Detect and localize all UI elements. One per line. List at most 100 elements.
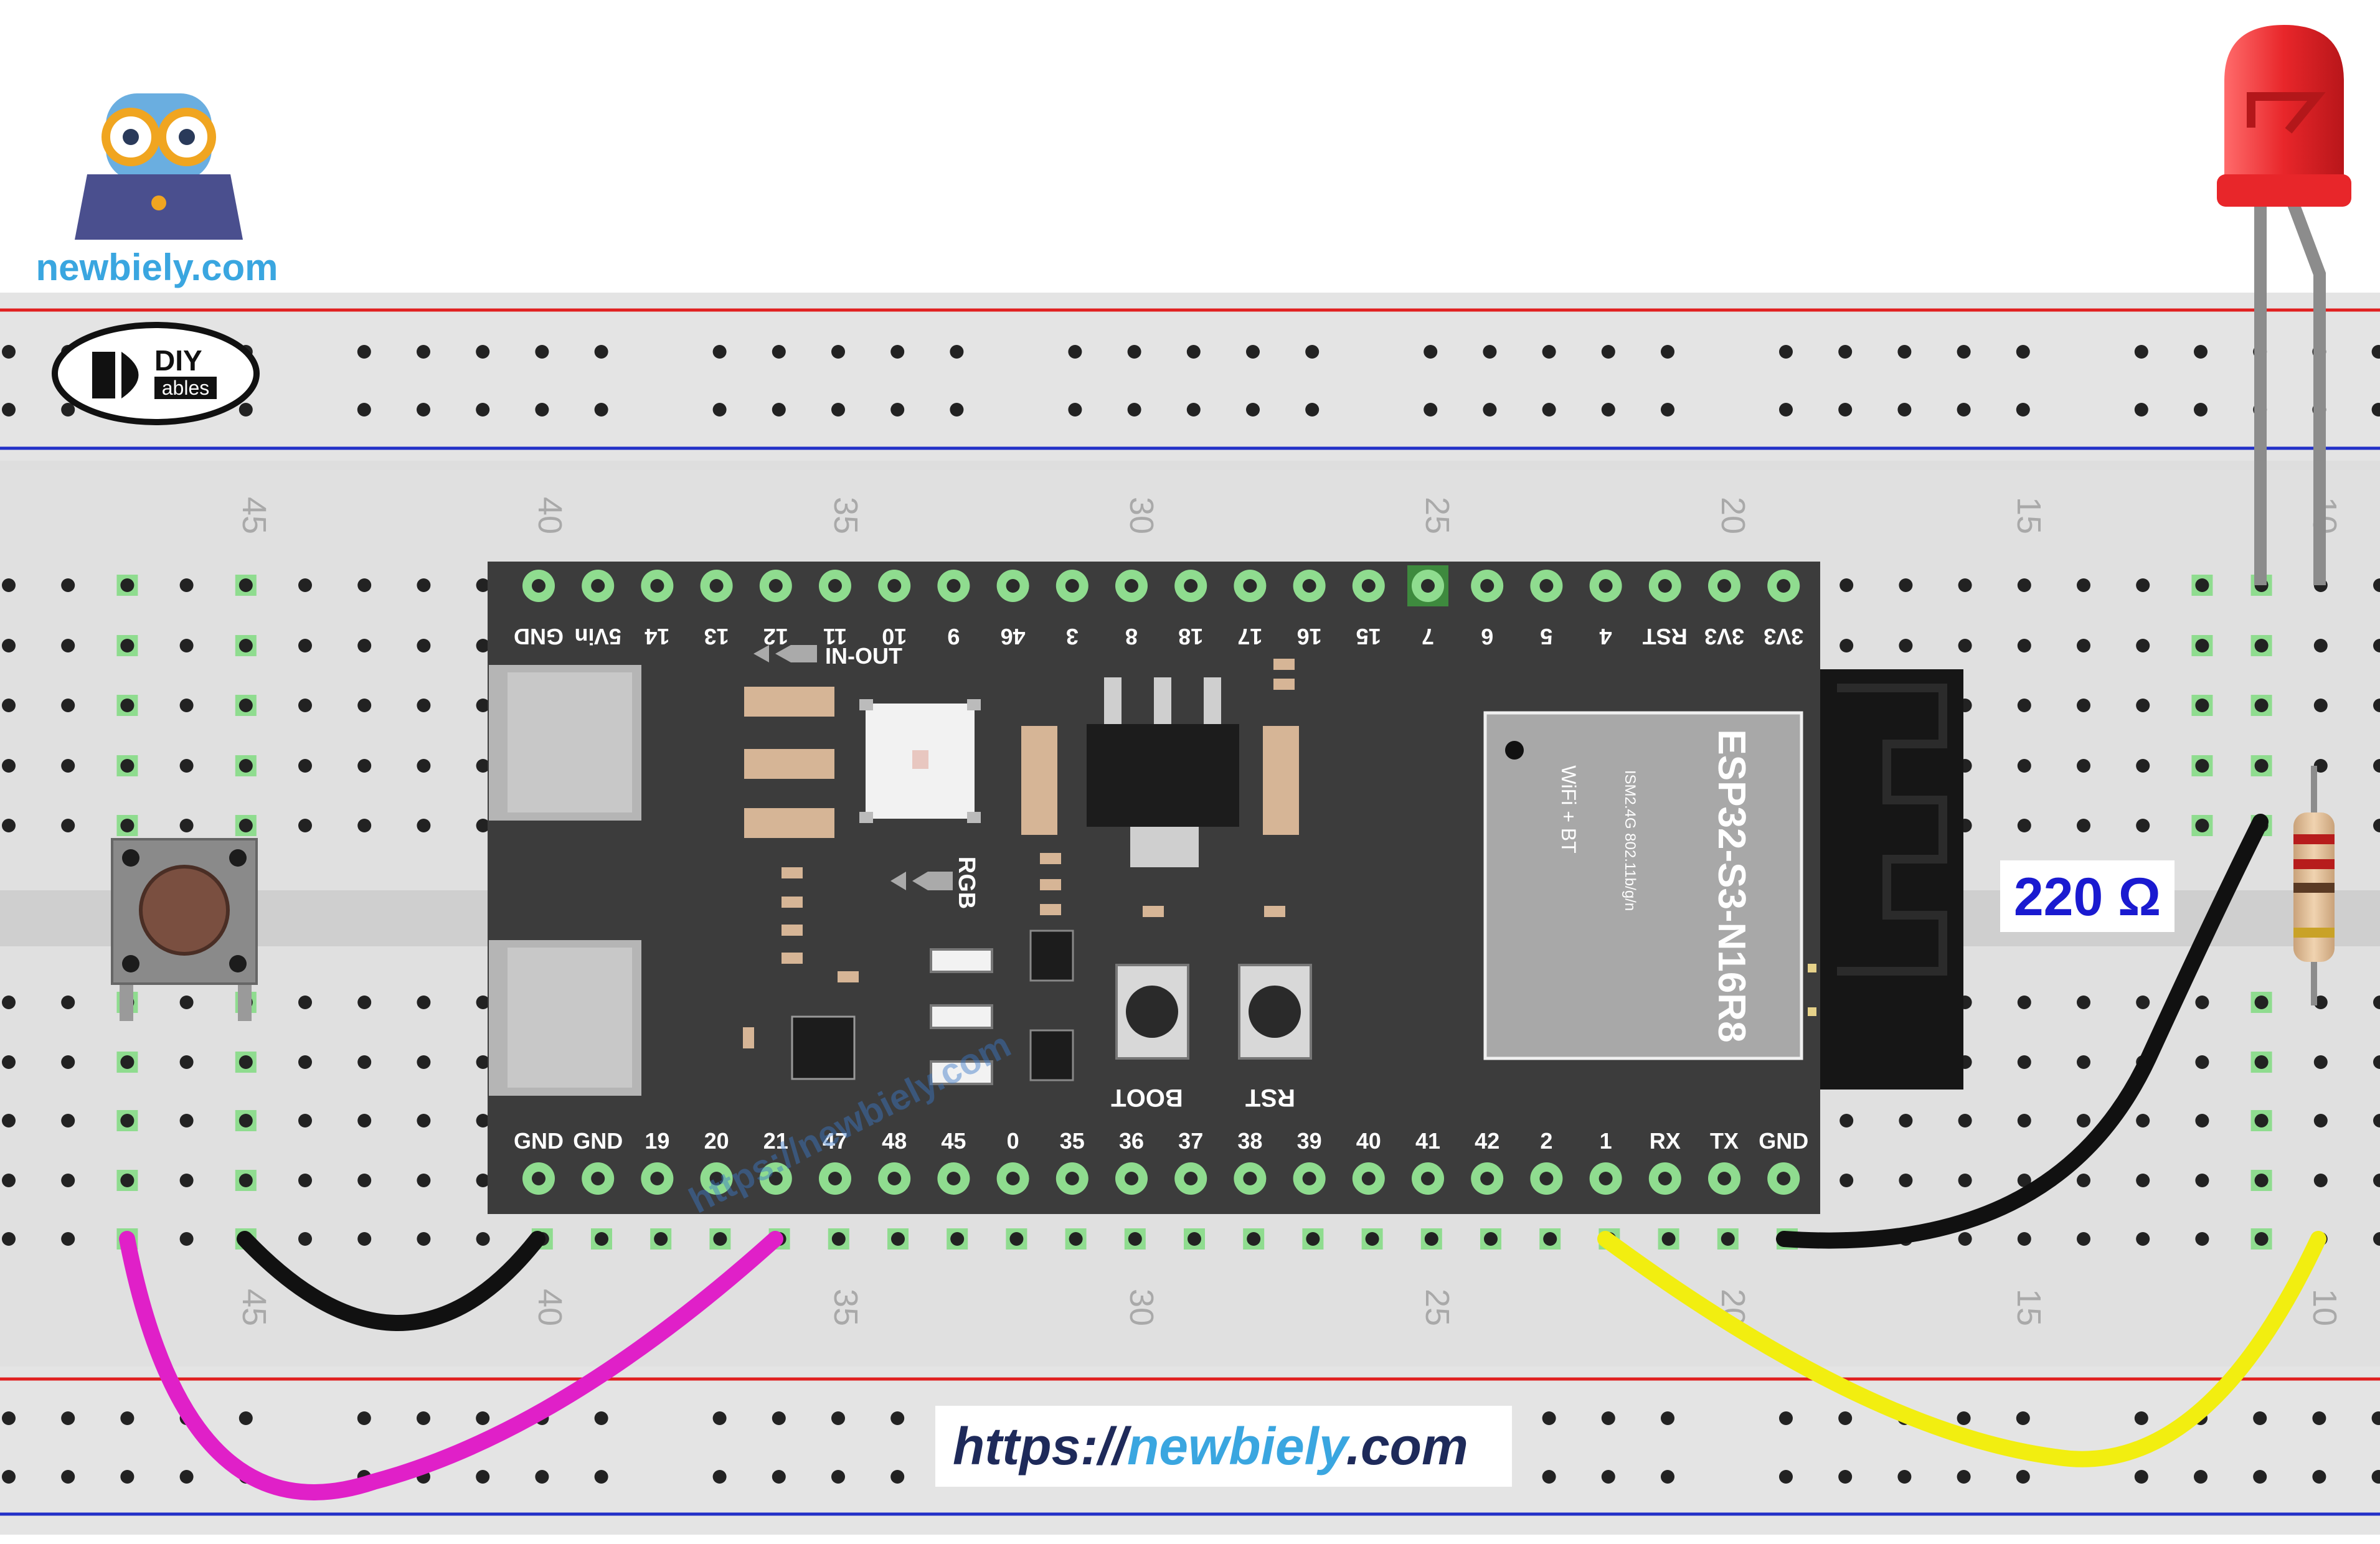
breadboard-hole [2195, 1174, 2209, 1187]
bottom-pin-label: 1 [1600, 1128, 1612, 1154]
top-pin-label: 18 [1178, 624, 1203, 649]
breadboard-hole [417, 819, 431, 832]
breadboard-hole [357, 639, 372, 652]
top-pin-label: 14 [645, 624, 669, 649]
capacitor [1021, 726, 1057, 835]
breadboard-hole [238, 819, 253, 832]
breadboard-hole [61, 639, 75, 652]
breadboard-hole [2077, 1114, 2090, 1127]
breadboard-hole [2195, 578, 2209, 592]
laptop-logo-dot [151, 195, 166, 210]
breadboard-hole [417, 578, 431, 592]
power-rail-hole [1305, 403, 1320, 417]
breadboard-hole [2017, 996, 2031, 1009]
top-pin-label: 6 [1481, 624, 1493, 649]
power-rail-hole [1483, 403, 1497, 417]
breadboard-hole [417, 1232, 431, 1246]
column-number: 45 [235, 497, 273, 534]
breadboard-hole [298, 578, 312, 592]
breadboard-hole [2, 699, 16, 712]
breadboard-hole [179, 639, 194, 652]
breadboard-hole [120, 639, 135, 652]
power-rail-hole [535, 403, 549, 417]
breadboard-hole [2136, 996, 2150, 1009]
bottom-pin-hole [1717, 1172, 1731, 1185]
breadboard-hole [2254, 759, 2269, 773]
breadboard-hole [476, 639, 490, 652]
bottom-pin-hole [1480, 1172, 1495, 1185]
bottom-pin-label: 40 [1356, 1128, 1381, 1154]
power-rail-hole [831, 403, 845, 417]
top-pin-label: 16 [1297, 624, 1322, 649]
power-rail-hole [1779, 345, 1793, 359]
power-rail-hole [1483, 345, 1497, 359]
url-text: https://newbiely.com [953, 1417, 1468, 1476]
top-pin-hole [650, 579, 664, 593]
owl-pupil [179, 129, 195, 145]
breadboard-hole [298, 639, 312, 652]
column-number: 40 [531, 1289, 569, 1326]
power-rail-hole [1957, 1411, 1971, 1425]
breadboard-hole [2, 819, 16, 832]
power-rail-hole [1661, 1411, 1674, 1425]
power-rail-hole [1068, 345, 1082, 359]
breadboard-hole [357, 819, 372, 832]
rst-button [1238, 964, 1312, 1060]
top-pin-hole [768, 579, 783, 593]
breadboard-hole [476, 1174, 490, 1187]
power-rail-hole [712, 1470, 727, 1484]
power-rail-hole [1542, 1411, 1556, 1425]
breadboard-hole [2017, 639, 2031, 652]
power-rail-hole [2134, 1470, 2148, 1484]
top-pin-hole [1184, 579, 1198, 593]
bottom-pin-label: 42 [1475, 1128, 1499, 1154]
top-pin-hole [1243, 579, 1257, 593]
power-rail-hole [950, 403, 964, 417]
rst-label: RST [1245, 1084, 1295, 1111]
top-pin-hole [1065, 579, 1079, 593]
esp32-module [1483, 711, 1803, 1060]
breadboard-hole [179, 759, 194, 773]
wire-gnd-to-led [1776, 814, 2269, 1249]
rgb-led-pad-2 [967, 699, 981, 710]
power-rail-hole [417, 403, 430, 417]
breadboard-hole [476, 578, 490, 592]
power-rail-hole [476, 345, 490, 359]
resistor-value: 220 Ω [2014, 867, 2161, 927]
breadboard-hole [2017, 1055, 2031, 1069]
breadboard-hole [238, 578, 253, 592]
breadboard-hole [61, 1232, 75, 1246]
smd-part [1273, 679, 1295, 690]
power-rail-hole [772, 1470, 786, 1484]
url-suffix: .com [1346, 1417, 1468, 1476]
red-led [2217, 25, 2351, 585]
led-anode-leg [2285, 197, 2326, 585]
top-pin-hole [828, 579, 842, 593]
top-pin-hole [1480, 579, 1495, 593]
bottom-pin-label: 0 [1007, 1128, 1019, 1154]
resistor-band [2293, 883, 2335, 893]
bottom-pin-label: 20 [704, 1128, 729, 1154]
breadboard-hole [357, 1114, 372, 1127]
top-pin-hole [1658, 579, 1672, 593]
breadboard-hole [950, 1232, 965, 1246]
breadboard-hole [2373, 819, 2380, 832]
power-rail-hole [1186, 403, 1201, 417]
column-number: 20 [1714, 497, 1752, 534]
breadboard-hole [2077, 699, 2090, 712]
breadboard-hole [2373, 639, 2380, 652]
breadboard-hole [2313, 699, 2328, 712]
breadboard-hole [1721, 1232, 1735, 1246]
power-rail-hole [1838, 403, 1853, 417]
module-wifi-bt: WiFi + BT [1557, 765, 1580, 853]
power-rail-hole [2194, 403, 2208, 417]
breadboard-hole [2, 1174, 16, 1187]
breadboard-hole [476, 1114, 490, 1127]
usb-connector-top-inner [508, 672, 632, 812]
bottom-pin-hole [1361, 1172, 1376, 1185]
breadboard-hole [298, 996, 312, 1009]
breadboard-hole [2077, 819, 2090, 832]
power-rail-hole [1186, 345, 1201, 359]
url-prefix: https:// [953, 1417, 1132, 1476]
